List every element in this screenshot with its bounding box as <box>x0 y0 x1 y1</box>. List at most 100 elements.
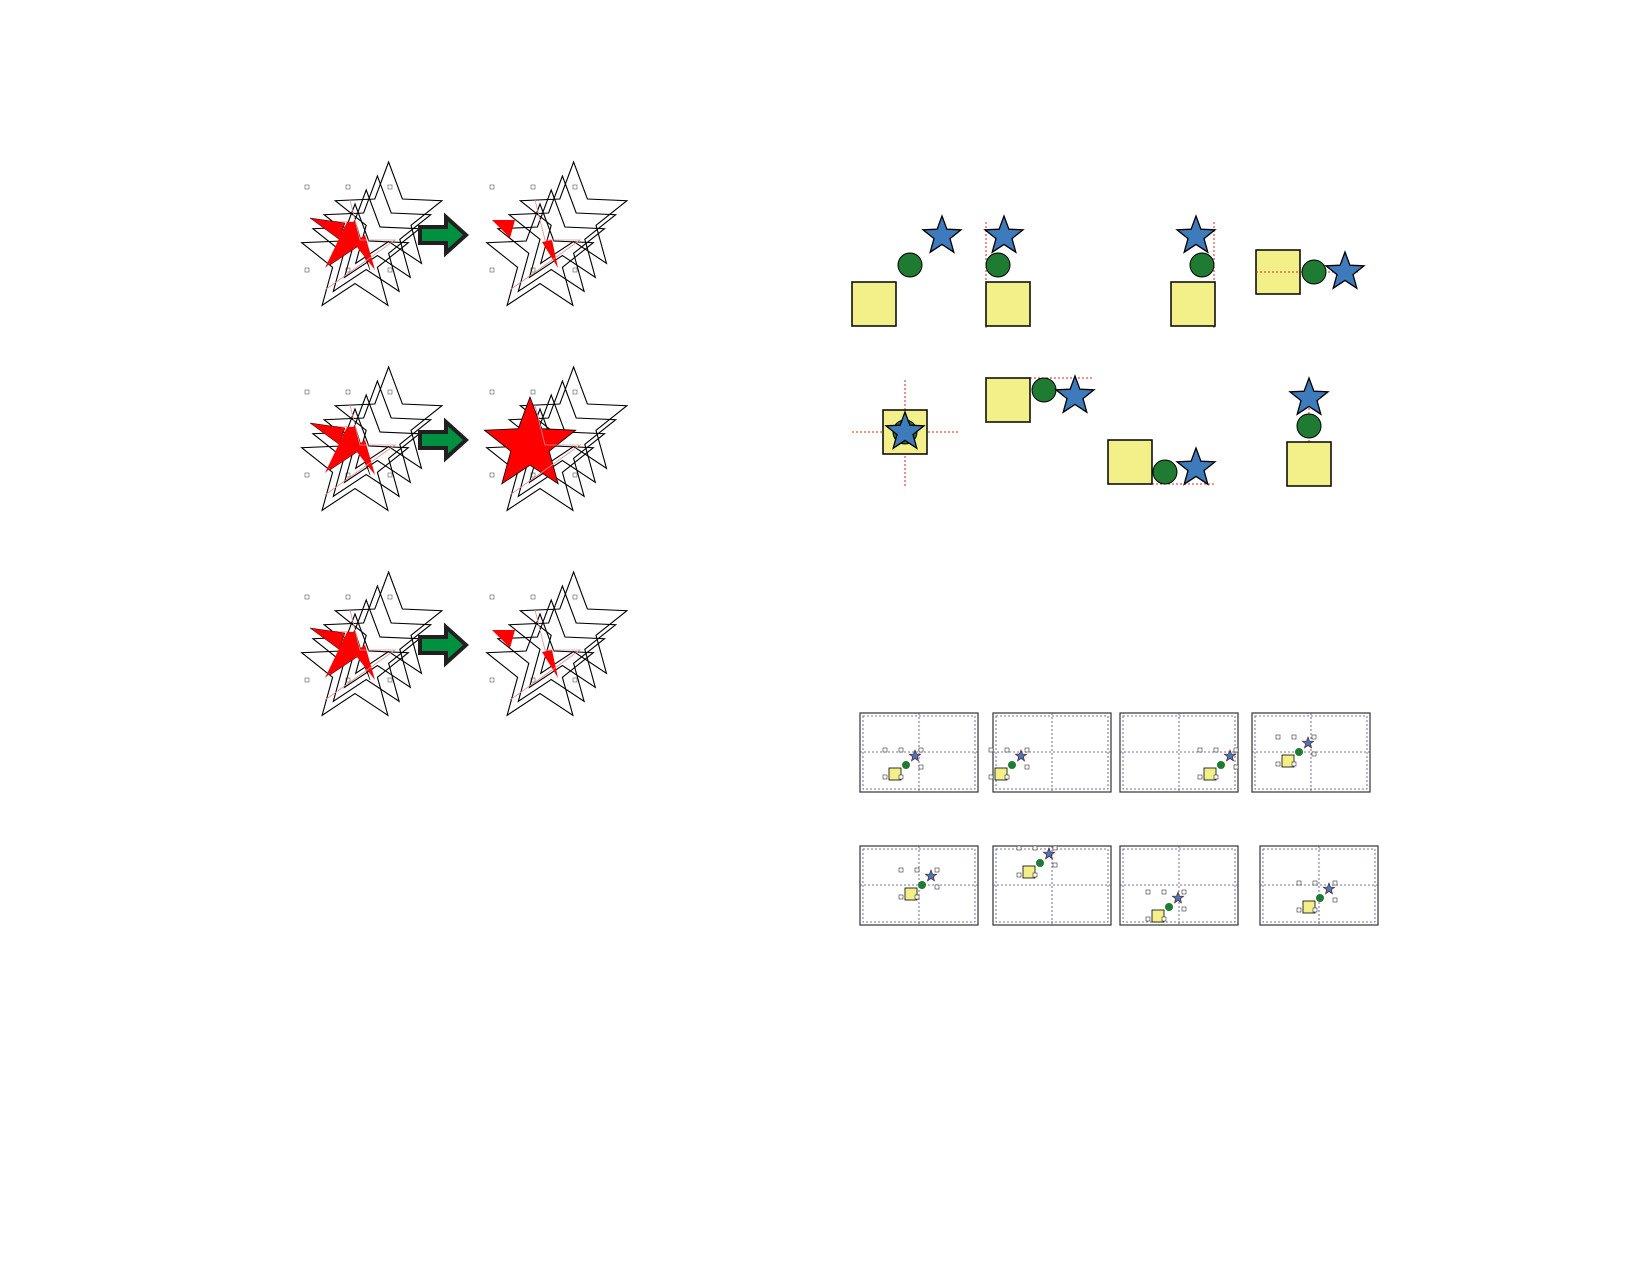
mini-star <box>1042 847 1056 860</box>
thumbnail-frame <box>859 712 979 793</box>
selection-handle <box>914 894 920 900</box>
green-circle <box>1189 252 1215 278</box>
guide-line <box>324 404 397 496</box>
mini-circle <box>1316 894 1324 902</box>
selection-handle <box>1161 916 1167 922</box>
blue-star <box>1288 376 1330 416</box>
yellow-square <box>985 281 1031 327</box>
selection-handle <box>1145 916 1151 922</box>
yellow-square <box>985 377 1031 423</box>
selection-handle <box>1311 734 1317 740</box>
yellow-square <box>1107 439 1153 485</box>
red-star <box>483 395 577 485</box>
selection-handle <box>1016 872 1022 878</box>
mini-square <box>1281 754 1295 768</box>
blue-star <box>1175 214 1217 254</box>
selection-handle <box>882 747 888 753</box>
outline-star <box>322 379 433 484</box>
green-circle <box>1296 413 1322 439</box>
star-group-before-2 <box>300 570 444 717</box>
selection-handle <box>898 894 904 900</box>
selection-handle <box>345 594 351 600</box>
blue-star <box>921 214 963 254</box>
selection-handle <box>1296 907 1302 913</box>
thumbnail-frame <box>1259 845 1379 926</box>
selection-handle <box>530 184 536 190</box>
outline-star <box>300 407 410 512</box>
yellow-square <box>1170 281 1216 327</box>
selection-handle <box>387 472 393 478</box>
selection-handle <box>1024 747 1030 753</box>
selection-handle <box>489 472 495 478</box>
selection-handle <box>1291 734 1297 740</box>
selection-handle <box>918 764 924 770</box>
selection-handle <box>1332 880 1338 886</box>
mini-circle <box>1295 748 1303 756</box>
selection-handle <box>345 184 351 190</box>
outline-star <box>507 584 618 689</box>
selection-handle <box>304 472 310 478</box>
selection-handle <box>1016 845 1022 851</box>
selection-handle <box>1024 764 1030 770</box>
mini-star <box>1223 749 1237 762</box>
mini-square <box>1203 767 1217 781</box>
yellow-square <box>1286 441 1332 487</box>
mini-square <box>1151 909 1165 923</box>
selection-handle <box>1312 880 1318 886</box>
mini-circle <box>1036 859 1044 867</box>
outline-star <box>485 202 595 307</box>
selection-handle <box>572 594 578 600</box>
guide-line <box>509 404 582 496</box>
thumbnail-4 <box>859 845 979 926</box>
selection-handle <box>304 184 310 190</box>
right-arrow-icon-1 <box>418 417 469 463</box>
mini-star <box>1014 749 1028 762</box>
blue-star <box>1054 374 1096 414</box>
mini-star <box>1322 882 1336 895</box>
red-fragment <box>492 630 515 648</box>
selection-handle <box>572 267 578 273</box>
thumbnail-frame <box>992 712 1112 793</box>
selection-handle <box>304 677 310 683</box>
selection-handle <box>898 774 904 780</box>
star-group-after-0 <box>485 160 629 307</box>
thumbnail-frame <box>1251 712 1371 793</box>
thumbnail-2 <box>1119 712 1239 793</box>
selection-handle <box>489 267 495 273</box>
selection-handle <box>345 389 351 395</box>
selection-handle <box>1004 747 1010 753</box>
blue-star <box>1324 250 1366 290</box>
thumbnail-1 <box>988 712 1112 793</box>
yellow-square <box>851 281 897 327</box>
red-fragment <box>492 220 515 238</box>
mini-circle <box>1165 903 1173 911</box>
selection-handle <box>304 267 310 273</box>
selection-handle <box>489 677 495 683</box>
green-circle <box>985 252 1011 278</box>
selection-handle <box>1197 747 1203 753</box>
blue-star <box>983 214 1025 254</box>
selection-handle <box>1181 906 1187 912</box>
selection-handle <box>489 389 495 395</box>
selection-handle <box>572 677 578 683</box>
selection-handle <box>1213 774 1219 780</box>
star-group-after-1 <box>483 365 629 512</box>
selection-handle <box>1233 764 1239 770</box>
right-arrow-icon-0 <box>418 212 469 258</box>
right-arrow-icon-2 <box>418 622 469 668</box>
selection-handle <box>304 389 310 395</box>
selection-handle <box>1291 761 1297 767</box>
red-star-fragment <box>305 425 375 475</box>
green-circle <box>1152 459 1178 485</box>
selection-handle <box>304 594 310 600</box>
mini-star <box>1171 891 1185 904</box>
thumbnail-5 <box>992 845 1112 926</box>
guide-line <box>509 199 582 291</box>
selection-handle <box>1312 907 1318 913</box>
green-circle <box>897 252 923 278</box>
outline-star <box>322 584 433 689</box>
blue-star <box>1175 446 1217 486</box>
selection-handle <box>934 884 940 890</box>
mini-square <box>888 767 902 781</box>
